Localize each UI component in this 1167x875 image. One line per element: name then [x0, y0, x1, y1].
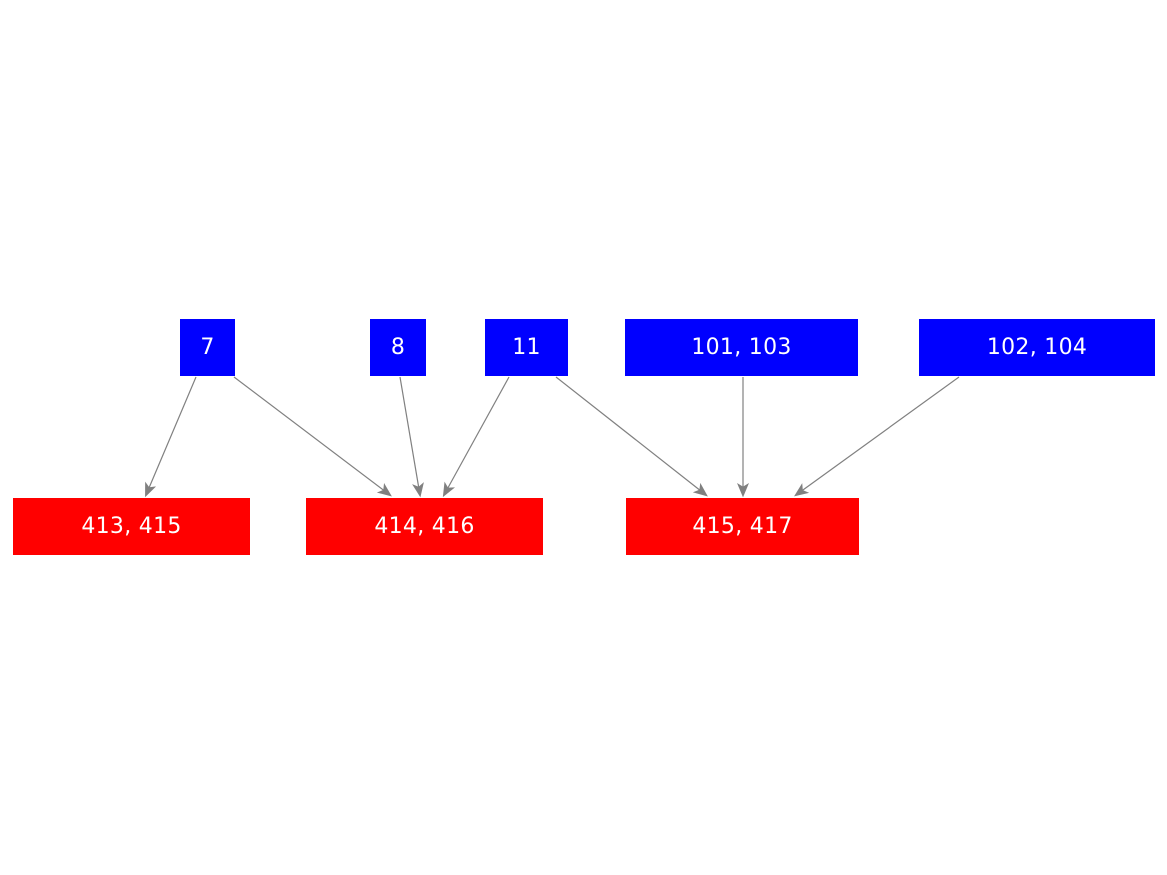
graph-node-n414[interactable]: 414, 416: [306, 498, 543, 555]
graph-edge: [399, 376, 424, 498]
graph-edge: [555, 376, 708, 497]
graph-edge: [145, 376, 197, 498]
graph-node-n415[interactable]: 415, 417: [626, 498, 859, 555]
graph-edge: [233, 376, 392, 497]
edge-group: [145, 376, 960, 498]
graph-node-n8[interactable]: 8: [370, 319, 426, 376]
graph-node-label: 11: [512, 334, 541, 360]
graph-node-n101[interactable]: 101, 103: [625, 319, 858, 376]
graph-node-n11[interactable]: 11: [485, 319, 568, 376]
graph-node-label: 7: [200, 334, 215, 360]
graph-edge: [442, 376, 510, 498]
graph-node-label: 413, 415: [81, 513, 182, 539]
graph-edge: [794, 376, 960, 497]
graph-node-label: 102, 104: [986, 334, 1088, 360]
graph-node-label: 101, 103: [691, 334, 792, 360]
graph-node-label: 8: [390, 334, 406, 360]
graph-node-label: 414, 416: [374, 513, 475, 539]
graph-node-n102[interactable]: 102, 104: [919, 319, 1155, 376]
graph-node-label: 415, 417: [692, 513, 793, 539]
graph-node-n7[interactable]: 7: [180, 319, 235, 376]
graph-node-n413[interactable]: 413, 415: [13, 498, 250, 555]
